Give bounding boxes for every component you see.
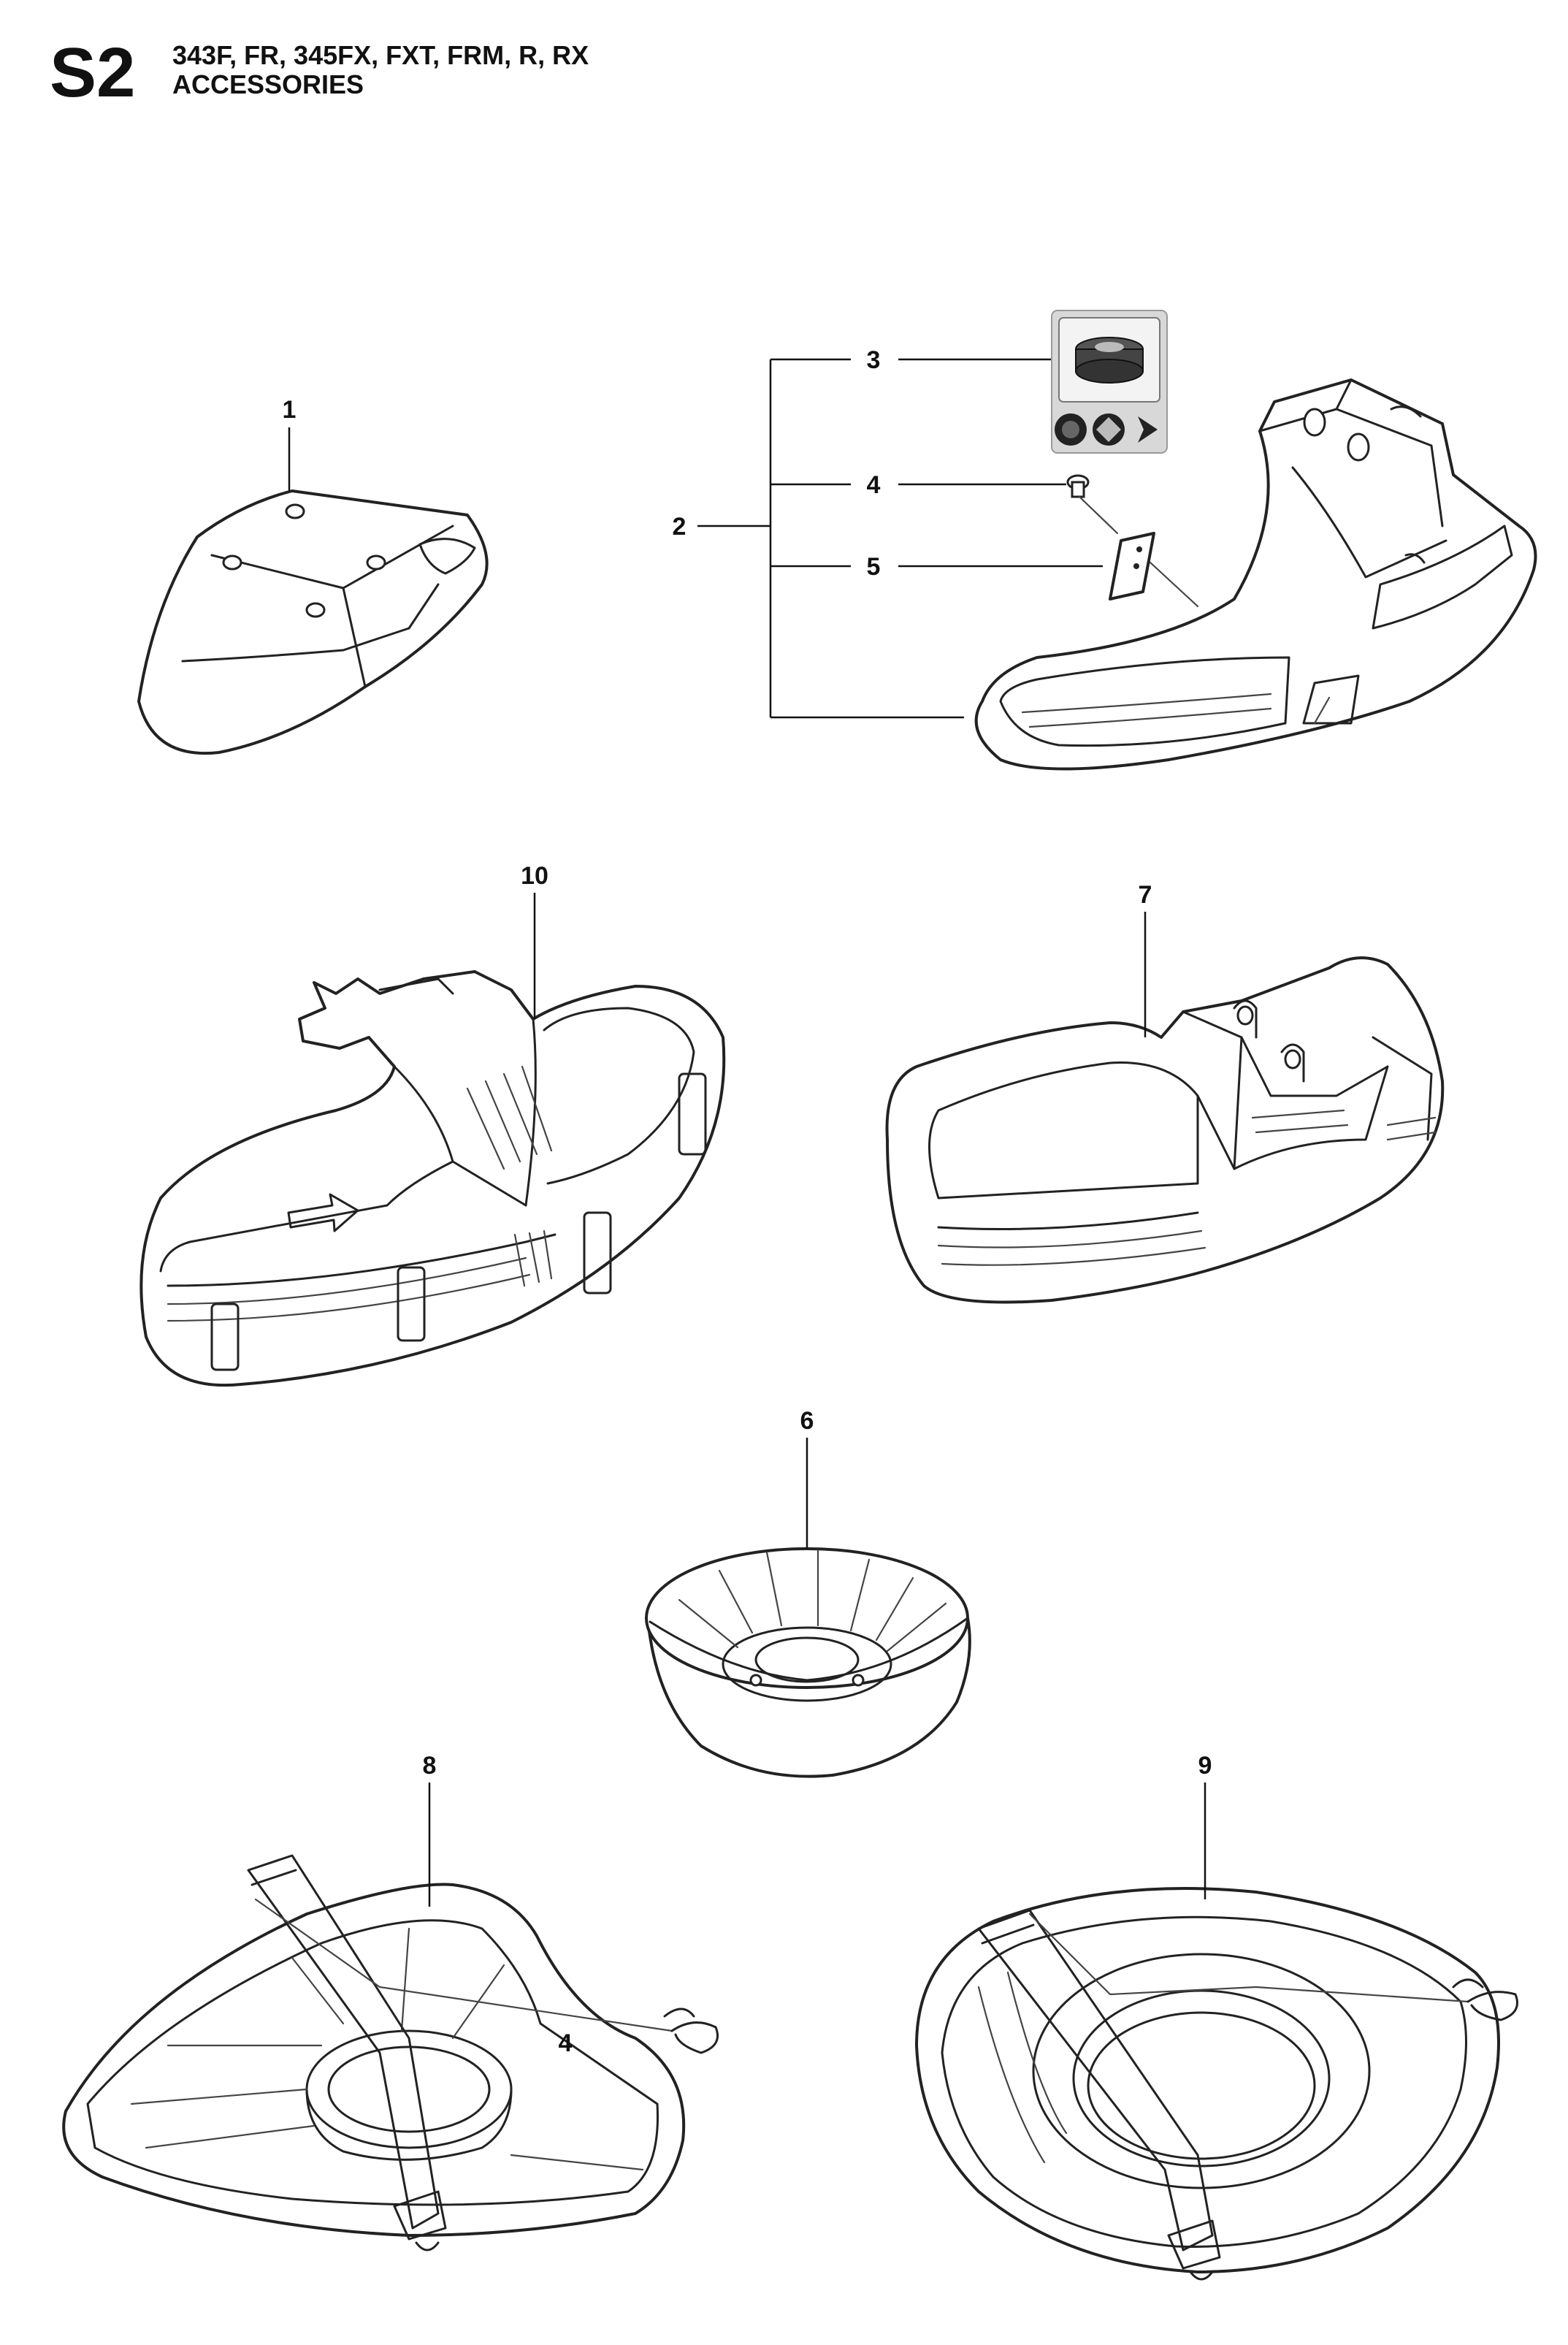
callout-2: 2 bbox=[673, 513, 687, 541]
callout-7: 7 bbox=[1139, 881, 1152, 909]
part-5-knife[interactable] bbox=[1109, 532, 1199, 608]
section-code: S2 bbox=[50, 34, 136, 112]
part-8-wire-clamp[interactable] bbox=[247, 1854, 719, 2251]
part-7-guard[interactable] bbox=[885, 956, 1445, 1304]
part-9-guard[interactable] bbox=[915, 1887, 1500, 2273]
callout-6: 6 bbox=[800, 1407, 814, 1435]
section-title: ACCESSORIES bbox=[172, 69, 364, 99]
callout-10: 10 bbox=[521, 862, 548, 890]
triangle-blade-icon bbox=[1138, 416, 1158, 443]
part-8-guard[interactable] bbox=[62, 1883, 686, 2237]
callout-1: 1 bbox=[283, 396, 297, 424]
part-2-bracket bbox=[697, 358, 1103, 719]
callout-3: 3 bbox=[867, 346, 881, 374]
part-6-support-cup[interactable] bbox=[645, 1547, 971, 1778]
part-4-bolt[interactable] bbox=[1066, 474, 1119, 535]
part-2-guard[interactable] bbox=[974, 378, 1537, 771]
spool-icon bbox=[1055, 413, 1087, 446]
trimmer-head-icon bbox=[1075, 337, 1144, 384]
callout-5: 5 bbox=[867, 553, 881, 581]
model-list: 343F, FR, 345FX, FXT, FRM, R, RX bbox=[172, 40, 589, 70]
part-10-guard[interactable] bbox=[139, 970, 726, 1387]
callout-9: 9 bbox=[1198, 1752, 1212, 1780]
callout-8: 8 bbox=[423, 1752, 437, 1780]
callout-4b: 4 bbox=[559, 2029, 573, 2057]
callout-4: 4 bbox=[867, 471, 881, 499]
part-1-guard[interactable] bbox=[137, 489, 489, 755]
part-9-wire-clamp[interactable] bbox=[977, 1909, 1518, 2281]
blade-square-icon bbox=[1093, 413, 1125, 446]
part-3-trimmer-head-kit[interactable] bbox=[1051, 310, 1168, 454]
